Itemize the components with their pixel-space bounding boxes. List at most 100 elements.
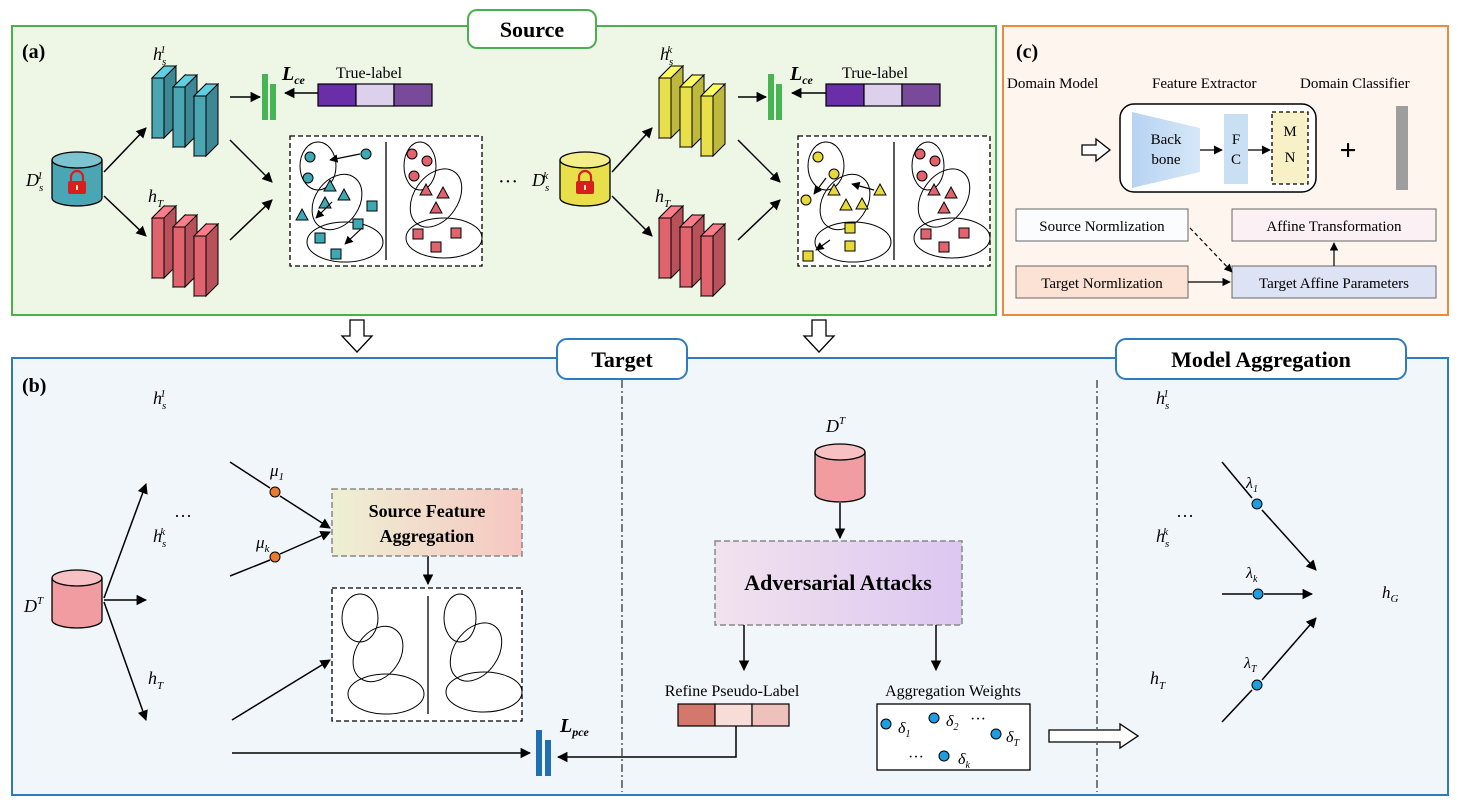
- d-s1-label: Ds1: [25, 170, 43, 194]
- marker-circle: [812, 151, 824, 163]
- delta2-label: δ2: [946, 713, 958, 733]
- marker-circle: [304, 151, 316, 163]
- marker-triangle: [839, 197, 853, 211]
- domain-model-label: Domain Model: [1007, 76, 1098, 92]
- backbone-text-1: Back: [1151, 132, 1182, 148]
- source-database-1: [51, 151, 103, 207]
- model-stack-target-a1: [150, 204, 220, 298]
- marker-circle: [828, 168, 840, 180]
- h-g-label: hG: [1382, 583, 1399, 605]
- h-t-label-a1: hT: [148, 186, 164, 210]
- h-s1-label: hs1: [153, 44, 166, 68]
- marker-circle: [360, 148, 372, 160]
- aggregation-weights-box: [876, 703, 1031, 771]
- marker-triangle: [323, 178, 337, 192]
- lambdak-node: [1252, 588, 1264, 600]
- dots-weights-1: ···: [970, 711, 986, 728]
- lambdaT-label: λT: [1243, 655, 1258, 675]
- lce-bar-1: [262, 74, 276, 120]
- deltaT-label: δT: [1006, 729, 1020, 749]
- marker-square: [330, 248, 342, 260]
- lambda1-node: [1251, 498, 1263, 510]
- model-stack-source-1: [150, 64, 220, 158]
- source-norm-box: [1015, 208, 1189, 242]
- marker-circle: [914, 148, 926, 160]
- sfa-text-2: Aggregation: [380, 526, 475, 546]
- mu1-label: μ1: [269, 461, 284, 483]
- domain-classifier-bar: [1396, 106, 1408, 190]
- marker-triangle: [436, 185, 450, 199]
- source-database-k: [559, 151, 611, 207]
- source-feature-aggregation-box: [331, 488, 523, 557]
- true-label-caption-1: True-label: [336, 65, 403, 82]
- marker-circle: [916, 170, 928, 182]
- model-stack-target-a2: [657, 204, 727, 298]
- lce-label-1: Lce: [281, 63, 306, 87]
- muk-node: [269, 551, 281, 563]
- true-label-bar-2: [825, 83, 941, 107]
- lambdak-label: λk: [1245, 565, 1258, 585]
- plus-sign: +: [1339, 134, 1356, 167]
- adversarial-attacks-box: [714, 540, 963, 626]
- lpce-bar: [536, 730, 551, 776]
- fc-text-1: F: [1232, 132, 1240, 148]
- panel-c-label: (c): [1016, 41, 1038, 63]
- h-t-label-agg: hT: [1150, 668, 1166, 692]
- d-sk-label: Dsk: [531, 170, 549, 194]
- h-sk-label: hsk: [660, 44, 673, 68]
- dots-agg: ···: [1176, 506, 1194, 526]
- source-norm-text: Source Normlization: [1039, 219, 1165, 235]
- source-title-box: [467, 9, 597, 49]
- marker-circle: [929, 155, 941, 167]
- mu1-node: [269, 486, 281, 498]
- hollow-down-arrow-2: [802, 319, 836, 353]
- target-database-b: [51, 569, 103, 629]
- affine-transform-box: [1231, 208, 1437, 242]
- domain-classifier-label: Domain Classifier: [1300, 76, 1410, 92]
- fc-text-2: C: [1231, 152, 1241, 168]
- lambdaT-node: [1251, 679, 1263, 691]
- source-title: Source: [500, 17, 565, 42]
- marker-square: [920, 228, 932, 240]
- marker-square: [938, 241, 950, 253]
- marker-square: [844, 222, 856, 234]
- mn-text-1: M: [1283, 124, 1296, 140]
- deltak-label: δk: [958, 751, 970, 771]
- panel-b-arrows: [103, 461, 737, 763]
- aggregation-weights-text: Aggregation Weights: [885, 683, 1021, 700]
- h-t-label-a2: hT: [655, 186, 671, 210]
- feature-space-a1: [289, 135, 483, 267]
- adversarial-attacks-text: Adversarial Attacks: [744, 570, 932, 595]
- h-s1-label-agg: hs1: [1156, 388, 1169, 412]
- lock-icon: [68, 169, 86, 194]
- marker-square: [958, 227, 970, 239]
- aggregation-arrows: [1221, 461, 1317, 723]
- lambda1-label: λ1: [1245, 475, 1258, 495]
- hollow-arrow-c: [1081, 137, 1112, 163]
- panel-a-label: (a): [22, 41, 45, 63]
- pseudo-label-bar: [677, 703, 790, 727]
- affine-transform-text: Affine Transformation: [1266, 219, 1402, 235]
- backbone-text-2: bone: [1151, 152, 1181, 168]
- hollow-right-arrow: [1048, 722, 1140, 750]
- marker-circle: [408, 170, 420, 182]
- marker-square: [844, 240, 856, 252]
- target-title: Target: [591, 347, 653, 372]
- marker-circle: [800, 194, 812, 206]
- target-database-mid: [814, 443, 866, 503]
- sfa-text-1: Source Feature: [369, 501, 486, 521]
- target-norm-text: Target Normlization: [1041, 276, 1163, 292]
- mn-block: [1271, 111, 1309, 185]
- marker-square: [352, 218, 364, 230]
- d-t-label-left: DT: [23, 595, 44, 616]
- lpce-label: Lpce: [559, 715, 590, 739]
- feature-space-b: [331, 587, 523, 722]
- marker-triangle: [337, 187, 351, 201]
- lce-bar-2: [768, 74, 782, 120]
- ellipsis-source: ···: [498, 171, 518, 193]
- marker-square: [430, 241, 442, 253]
- h-t-label-b: hT: [148, 668, 164, 692]
- mn-text-2: N: [1285, 150, 1296, 166]
- muk-label: μk: [255, 533, 271, 555]
- marker-triangle: [429, 200, 443, 214]
